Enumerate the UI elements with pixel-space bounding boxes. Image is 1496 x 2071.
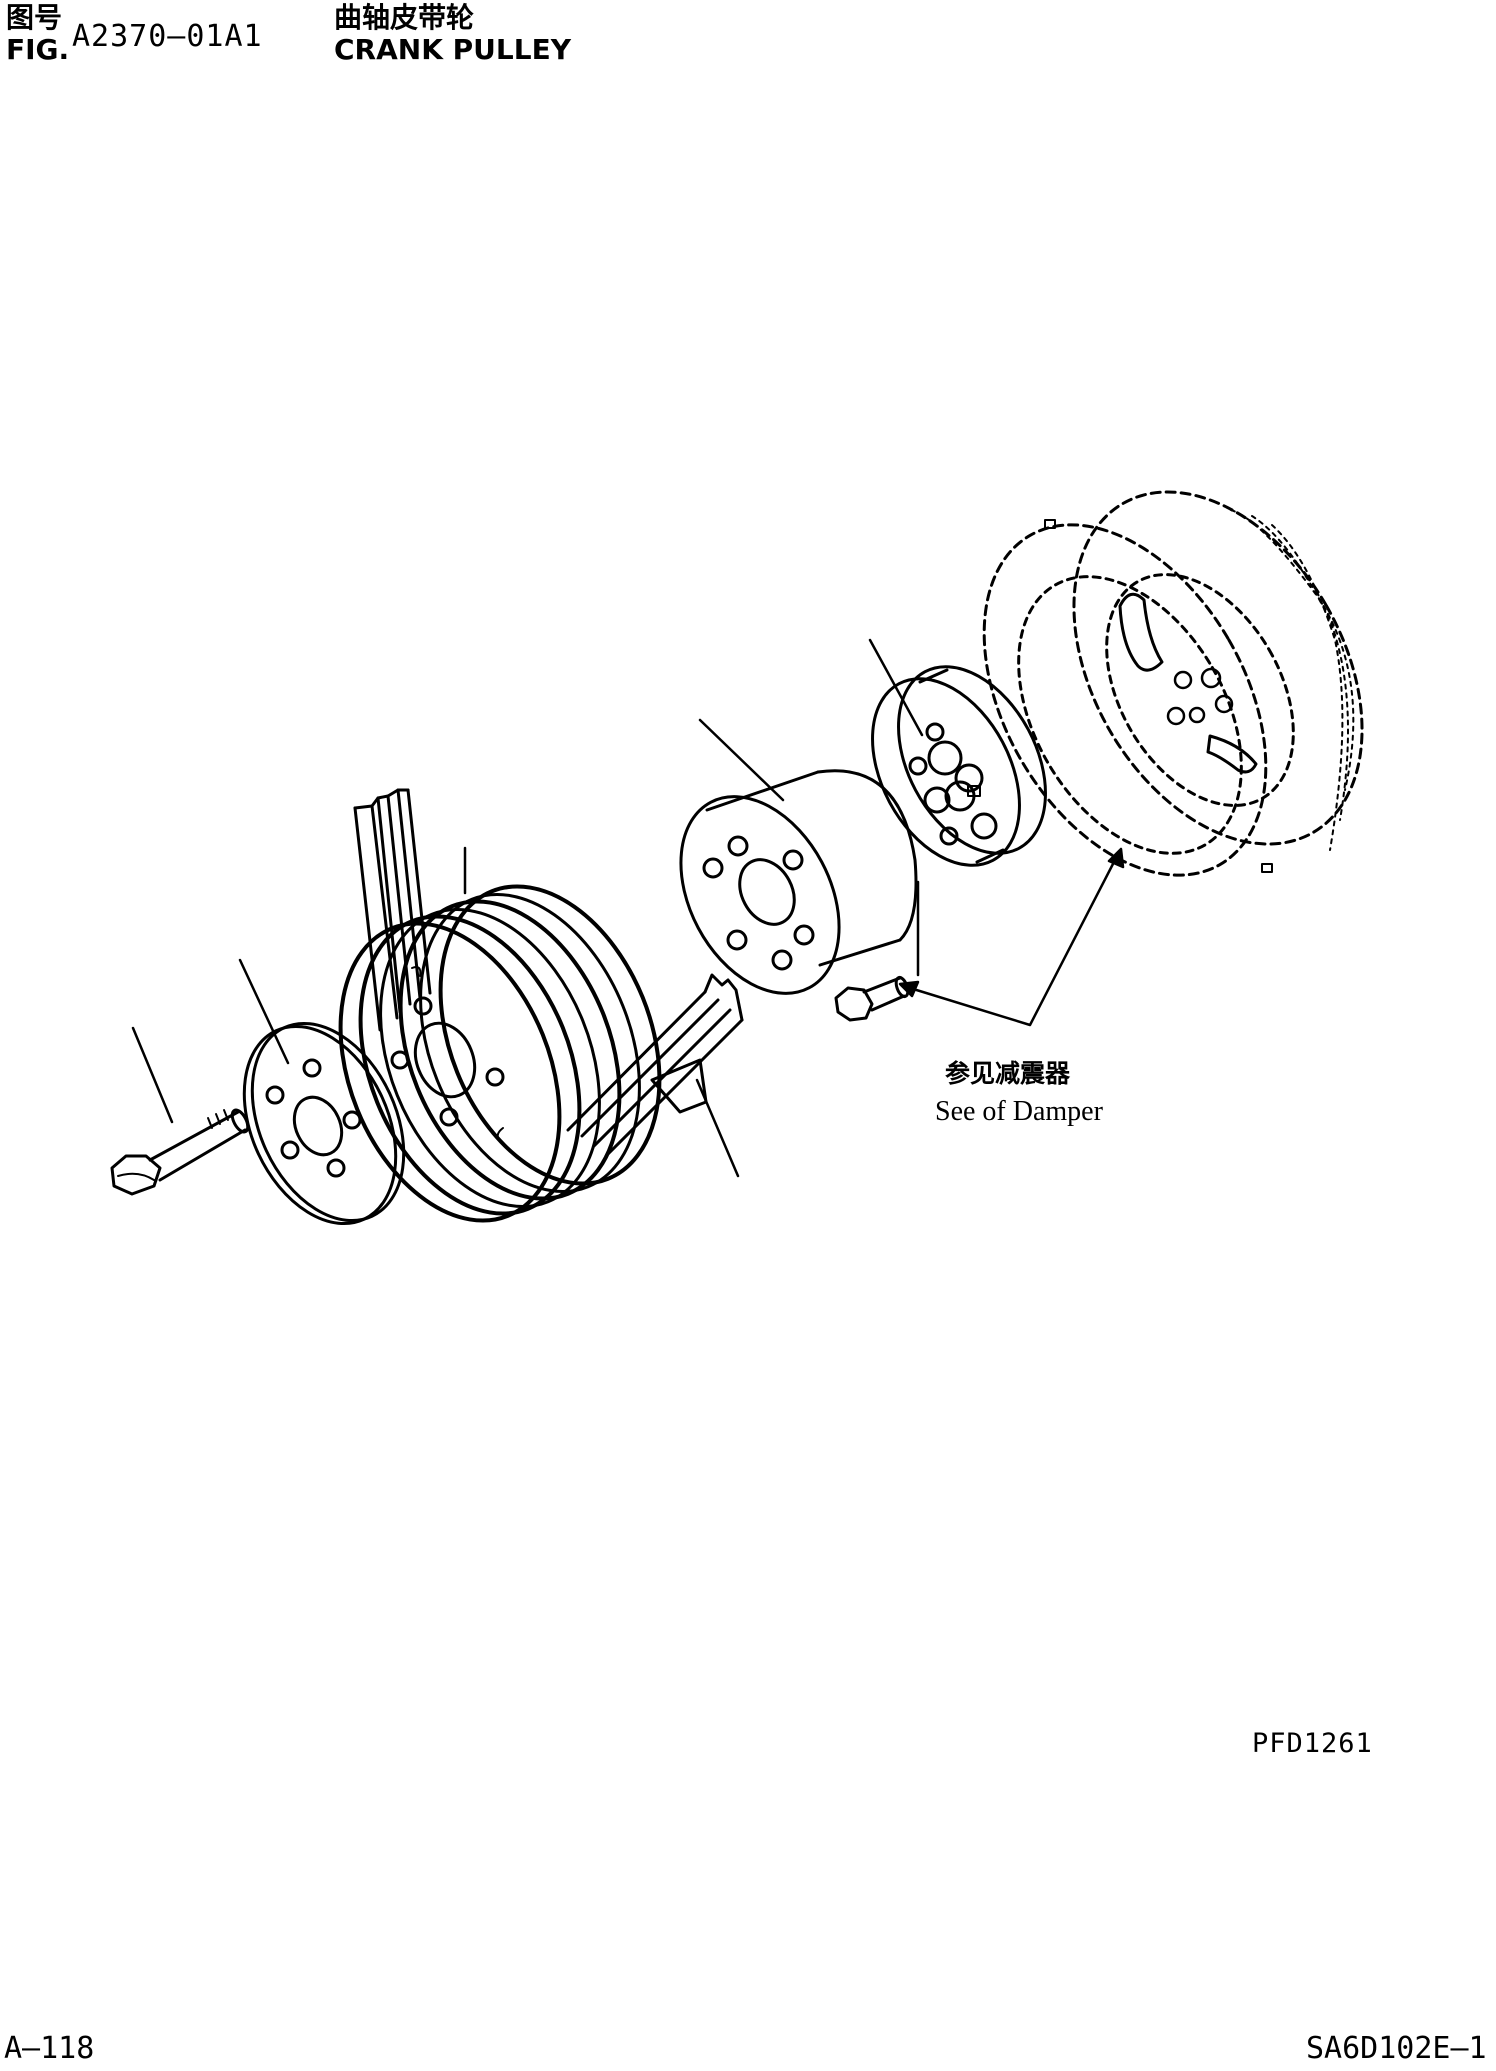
document-code: SA6D102E—1 bbox=[1306, 2031, 1487, 2066]
washer bbox=[242, 1021, 406, 1226]
long-bolt bbox=[110, 1108, 250, 1196]
title-cn: 曲轴皮带轮 bbox=[334, 1, 475, 34]
fig-label-en: FIG. bbox=[6, 33, 70, 66]
drive-belts bbox=[353, 788, 744, 1158]
spacer-cylinder bbox=[679, 769, 918, 995]
crank-pulley bbox=[338, 884, 662, 1223]
figure-number: A2370—01A1 bbox=[72, 19, 263, 54]
page-number: A—118 bbox=[4, 2031, 95, 2066]
adapter-plate bbox=[871, 665, 1047, 867]
drawing-code: PFD1261 bbox=[1252, 1728, 1373, 1759]
damper-reference-arrows bbox=[898, 847, 1125, 1027]
small-bolt bbox=[834, 975, 910, 1022]
damper-callout-cn: 参见减震器 bbox=[945, 1059, 1071, 1088]
fig-label-cn: 图号 bbox=[6, 1, 63, 34]
damper-callout-en: See of Damper bbox=[935, 1096, 1104, 1127]
leader-lines bbox=[131, 638, 924, 1178]
title-en: CRANK PULLEY bbox=[334, 33, 572, 66]
damper-illustration bbox=[982, 490, 1364, 877]
